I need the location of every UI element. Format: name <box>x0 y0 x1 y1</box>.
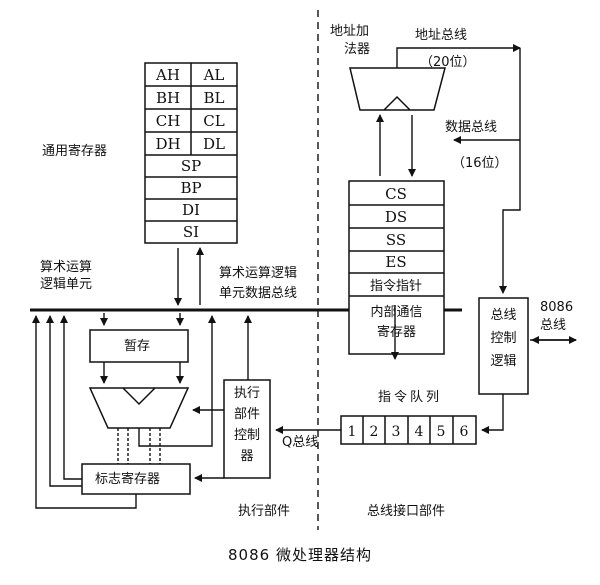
instruction-pointer: 指令指针 <box>370 279 422 294</box>
register-al: AL <box>203 66 225 84</box>
bus-control-label-3: 逻辑 <box>490 354 517 369</box>
biu-label: 总线接口部件 <box>367 504 446 519</box>
register-sp: SP <box>181 157 201 175</box>
register-bh: BH <box>156 89 180 107</box>
segment-registers-block <box>348 180 445 355</box>
eu-control-label-2: 部件 <box>233 407 260 422</box>
temp-register-box <box>89 329 189 363</box>
eu-control-box <box>223 379 271 479</box>
temp-register-label: 暂存 <box>124 339 151 354</box>
diagram-caption: 8086 微处理器结构 <box>228 546 372 564</box>
alu-shape <box>88 387 190 429</box>
register-dh: DH <box>155 135 180 153</box>
address-adder-label-2: 法器 <box>344 42 371 57</box>
register-ds: DS <box>385 208 407 226</box>
register-bp: BP <box>180 179 201 197</box>
address-bus-label: 地址总线 <box>415 28 468 43</box>
general-registers-block <box>144 62 238 244</box>
alu-label-line2: 逻辑单元 <box>40 277 93 292</box>
external-bus-label-1: 8086 <box>540 300 574 315</box>
register-ss: SS <box>386 231 406 249</box>
register-es: ES <box>385 253 406 271</box>
bus-control-label-2: 控制 <box>490 331 517 346</box>
queue-slot-4: 4 <box>415 424 424 440</box>
eu-control-label-1: 执行 <box>233 386 260 401</box>
data-bus-label: 数据总线 <box>445 120 498 135</box>
gp-registers-label: 通用寄存器 <box>42 144 108 159</box>
address-adder-label-1: 地址加 <box>330 24 370 39</box>
queue-slot-3: 3 <box>392 424 401 440</box>
flags-register-label: 标志寄存器 <box>95 472 161 487</box>
queue-slot-2: 2 <box>370 424 379 440</box>
register-bl: BL <box>204 89 225 107</box>
eu-control-label-4: 器 <box>240 449 254 464</box>
register-cs: CS <box>385 185 407 203</box>
register-ah: AH <box>155 66 180 84</box>
register-ch: CH <box>156 112 181 130</box>
register-cl: CL <box>203 112 224 130</box>
internal-comm-label-2: 寄存器 <box>376 325 416 340</box>
queue-slot-1: 1 <box>348 424 357 440</box>
bus-control-box <box>478 297 529 395</box>
q-bus-label: Q总线 <box>282 435 319 450</box>
eu-control-label-3: 控制 <box>233 428 260 443</box>
flags-register-box <box>81 463 191 495</box>
alu-bus-label-line1: 算术运算逻辑 <box>219 266 298 281</box>
external-bus-label-2: 总线 <box>540 318 567 333</box>
queue-slot-5: 5 <box>437 424 446 440</box>
eu-label: 执行部件 <box>238 504 291 519</box>
bus-control-label-1: 总线 <box>490 308 517 323</box>
address-adder-shape <box>349 67 446 111</box>
register-dl: DL <box>203 135 225 153</box>
alu-bus-label-line2: 单元数据总线 <box>219 286 298 301</box>
register-di: DI <box>182 201 200 219</box>
alu-label-line1: 算术运算 <box>40 260 93 275</box>
instruction-queue-label: 指令队列 <box>378 390 443 405</box>
instruction-queue-box <box>340 415 477 445</box>
queue-slot-6: 6 <box>460 424 469 440</box>
data-bus-width: （16位） <box>452 156 508 171</box>
register-si: SI <box>183 223 199 241</box>
internal-comm-label-1: 内部通信 <box>370 305 423 320</box>
address-bus-width: （20位） <box>420 55 476 70</box>
